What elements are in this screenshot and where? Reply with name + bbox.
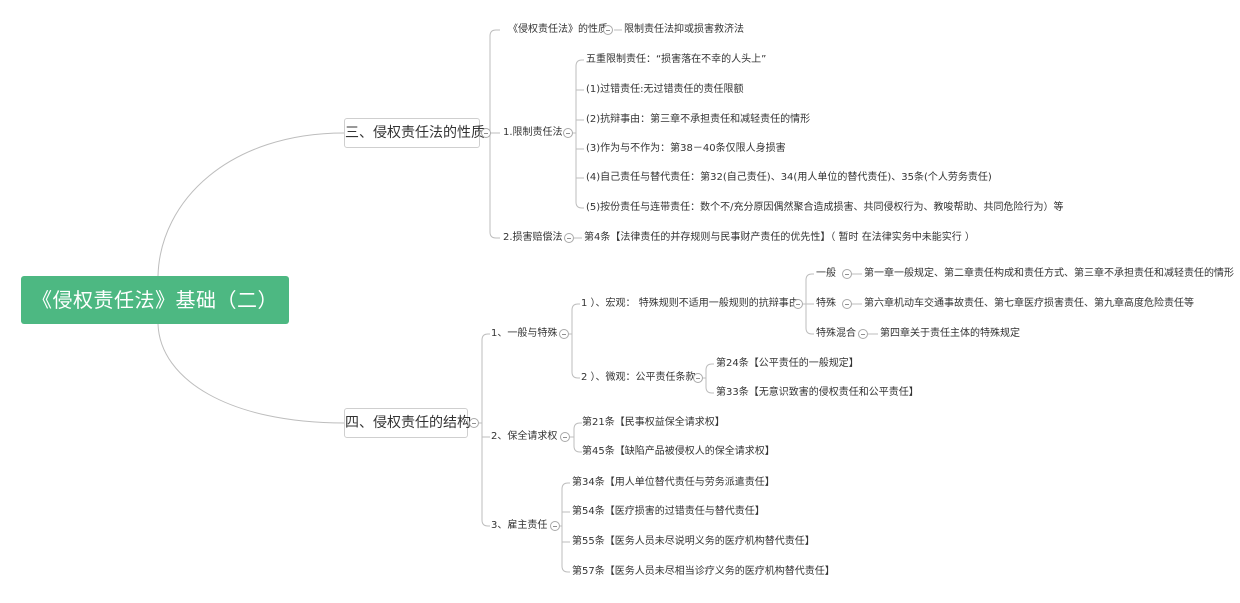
node-macro-item-label[interactable]: 一般 [816, 268, 836, 279]
node-employer-item[interactable]: 第57条【医务人员未尽相当诊疗义务的医疗机构替代责任】 [572, 566, 835, 577]
collapse-icon[interactable] [693, 373, 703, 383]
node-nature[interactable]: 《侵权责任法》的性质 [508, 24, 608, 35]
node-macro-item-detail[interactable]: 第一章一般规定、第二章责任构成和责任方式、第三章不承担责任和减轻责任的情形 [864, 268, 1234, 279]
root-topic[interactable]: 《侵权责任法》基础（二） [21, 276, 289, 324]
node-compensation-child[interactable]: 第4条【法律责任的并存规则与民事财产责任的优先性】（ 暂时 在法律实务中未能实行… [584, 232, 975, 243]
node-micro-item[interactable]: 第24条【公平责任的一般规定】 [716, 358, 859, 369]
collapse-icon[interactable] [481, 128, 491, 138]
node-macro-item-label[interactable]: 特殊混合 [816, 328, 856, 339]
node-employer-item[interactable]: 第34条【用人单位替代责任与劳务派遣责任】 [572, 477, 775, 488]
node-preservation[interactable]: 2、保全请求权 [491, 431, 558, 442]
collapse-icon[interactable] [842, 269, 852, 279]
node-macro-item-detail[interactable]: 第四章关于责任主体的特殊规定 [880, 328, 1020, 339]
collapse-icon[interactable] [550, 521, 560, 531]
node-limit-item[interactable]: (4)自己责任与替代责任：第32(自己责任)、34(用人单位的替代责任)、35条… [586, 172, 992, 183]
node-limit-law[interactable]: 1.限制责任法 [503, 127, 563, 138]
node-employer-item[interactable]: 第54条【医疗损害的过错责任与替代责任】 [572, 506, 765, 517]
collapse-icon[interactable] [603, 25, 613, 35]
collapse-icon[interactable] [793, 299, 803, 309]
node-employer-item[interactable]: 第55条【医务人员未尽说明义务的医疗机构替代责任】 [572, 536, 815, 547]
node-limit-item[interactable]: (3)作为与不作为：第38－40条仅限人身损害 [586, 143, 786, 154]
node-compensation-law[interactable]: 2.损害赔偿法 [503, 232, 563, 243]
link-root-section4 [157, 323, 345, 424]
node-macro-item-detail[interactable]: 第六章机动车交通事故责任、第七章医疗损害责任、第九章高度危险责任等 [864, 298, 1194, 309]
node-preservation-item[interactable]: 第21条【民事权益保全请求权】 [582, 417, 725, 428]
collapse-icon[interactable] [858, 329, 868, 339]
node-limit-item[interactable]: (1)过错责任:无过错责任的责任限额 [586, 84, 744, 95]
node-general-special[interactable]: 1、一般与特殊 [491, 328, 558, 339]
node-limit-item[interactable]: (2)抗辩事由：第三章不承担责任和减轻责任的情形 [586, 114, 811, 125]
collapse-icon[interactable] [563, 128, 573, 138]
node-macro-item-label[interactable]: 特殊 [816, 298, 836, 309]
node-nature-child[interactable]: 限制责任法抑或损害救济法 [624, 24, 744, 35]
collapse-icon[interactable] [469, 418, 479, 428]
node-preservation-item[interactable]: 第45条【缺陷产品被侵权人的保全请求权】 [582, 446, 775, 457]
topic-section3[interactable]: 三、侵权责任法的性质 [344, 118, 485, 148]
collapse-icon[interactable] [842, 299, 852, 309]
node-micro-item[interactable]: 第33条【无意识致害的侵权责任和公平责任】 [716, 387, 919, 398]
node-macro[interactable]: 1 ）、宏观： 特殊规则不适用一般规则的抗辩事由 [581, 298, 799, 309]
topic-section4[interactable]: 四、侵权责任的结构 [344, 408, 471, 438]
collapse-icon[interactable] [559, 329, 569, 339]
node-limit-item[interactable]: 五重限制责任：“损害落在不幸的人头上” [586, 54, 767, 65]
collapse-icon[interactable] [564, 233, 574, 243]
link-root-section3 [157, 132, 345, 277]
node-micro[interactable]: 2 ）、微观：公平责任条款 [581, 372, 696, 383]
node-employer[interactable]: 3、雇主责任 [491, 520, 548, 531]
node-limit-item[interactable]: (5)按份责任与连带责任：数个不/充分原因偶然聚合造成损害、共同侵权行为、教唆帮… [586, 202, 1064, 213]
collapse-icon[interactable] [560, 432, 570, 442]
